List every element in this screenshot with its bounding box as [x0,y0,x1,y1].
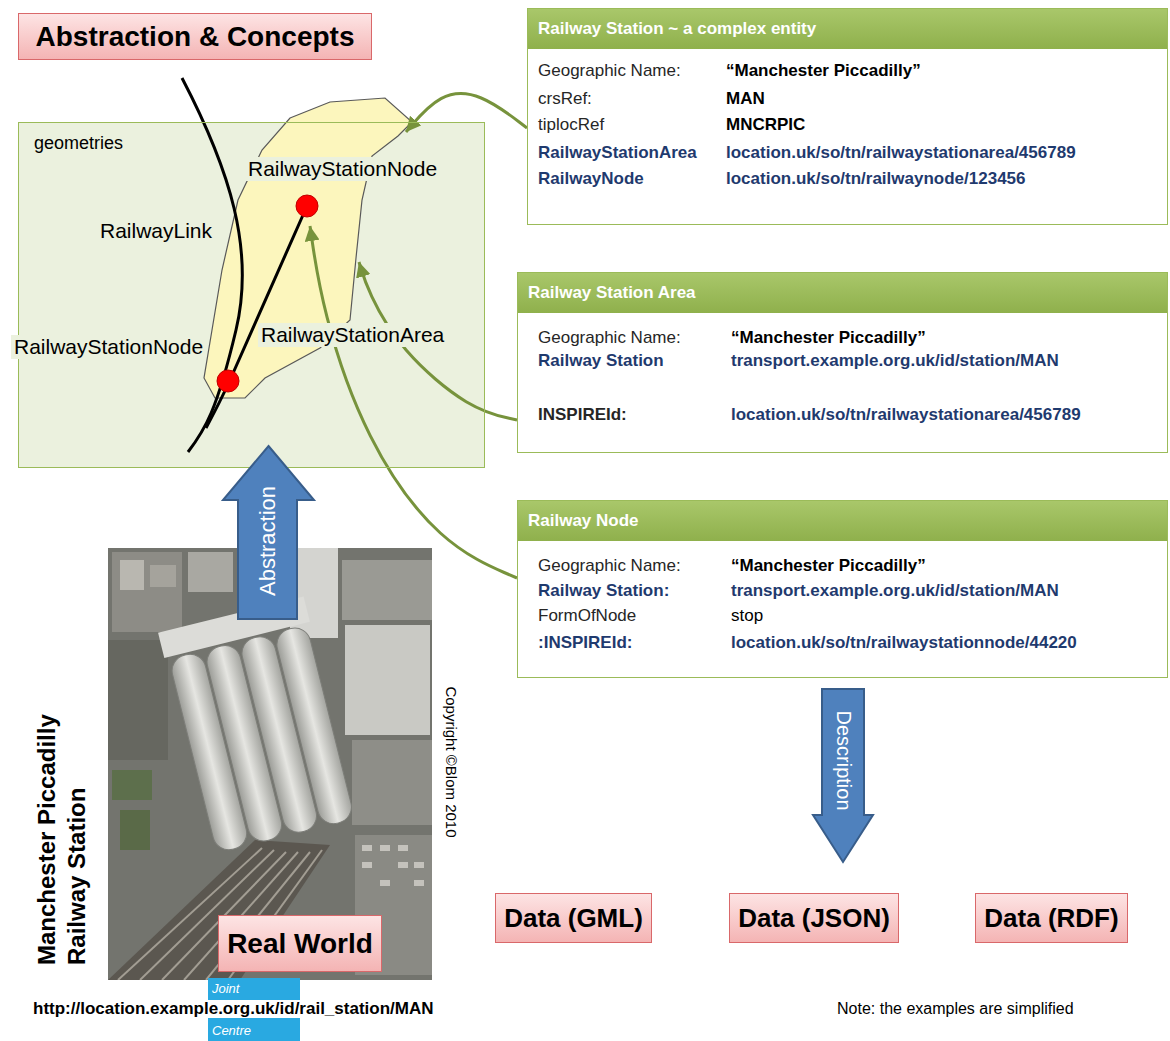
card-title: Railway Station Area [518,273,1167,313]
box-label: Data (GML) [504,903,643,934]
field-slot: crsRef: [538,89,592,109]
field-name: Geographic Name: [538,61,681,81]
description-arrow: Description [812,688,874,863]
copyright-note: Copyright ©Blom 2010 [443,686,460,837]
field-name: INSPIREId: [538,405,627,425]
field-value: transport.example.org.uk/id/station/MAN [731,351,1059,371]
label-slot: Manchester Piccadilly Railway Station [62,815,362,875]
field-slot: “Manchester Piccadilly” [726,61,921,81]
arrow-body [813,689,873,862]
note-text: Note: the examples are simplified [837,1000,1074,1018]
field-value: stop [731,606,763,626]
field-slot: Geographic Name: [538,556,681,576]
card-title: Railway Node [518,501,1167,541]
link-arrow [406,94,527,132]
station-name: Manchester Piccadilly Railway Station [32,665,92,965]
field-slot: “Manchester Piccadilly” [731,328,926,348]
field-slot: transport.example.org.uk/id/station/MAN [731,581,1059,601]
card-header: Railway Station Area [518,273,1167,313]
field-slot: MNCRPIC [726,115,805,135]
field-slot: FormOfNode [538,606,636,626]
field-value: “Manchester Piccadilly” [731,556,926,576]
field-slot: location.uk/so/tn/railwaystationnode/442… [731,633,1077,653]
entity-card: Railway Station AreaGeographic Name: “Man… [517,272,1168,453]
abstraction-arrow: Abstraction [222,445,315,620]
data-format-box: Data (RDF) [975,893,1128,943]
card-header: Railway Station ~ a complex entity [528,9,1167,49]
field-slot: location.uk/so/tn/railwaystationarea/456… [726,143,1076,163]
entity-card: Railway NodeGeographic Name: “Manchester … [517,500,1168,678]
field-value: location.uk/so/tn/railwaystationarea/456… [726,143,1076,163]
data-format-box: Data (JSON) [729,893,899,943]
field-slot: INSPIREId: [538,405,627,425]
field-slot: tiplocRef [538,115,604,135]
concept-box: Abstraction & Concepts [18,13,372,60]
label-slot: Note: the examples are simplified [837,1000,1074,1018]
label-slot: http://location.example.org.uk/id/rail_s… [30,1000,437,1018]
link-arrow [310,226,517,578]
field-name: RailwayStationArea [538,143,697,163]
field-slot: :INSPIREId: [538,633,632,653]
card-title: Railway Station ~ a complex entity [528,9,1167,49]
field-value: transport.example.org.uk/id/station/MAN [731,581,1059,601]
field-name: crsRef: [538,89,592,109]
station-node-dot [296,195,318,217]
field-slot: location.uk/so/tn/railwaynode/123456 [726,169,1026,189]
field-name: FormOfNode [538,606,636,626]
field-value: location.uk/so/tn/railwaystationarea/456… [731,405,1081,425]
field-name: Geographic Name: [538,328,681,348]
field-name: Geographic Name: [538,556,681,576]
label-slot: RailwayStationArea [258,323,447,347]
real-world-box: Real World [218,915,382,972]
field-slot: RailwayStationArea [538,143,697,163]
field-value: MNCRPIC [726,115,805,135]
field-slot: RailwayNode [538,169,644,189]
field-slot: stop [731,606,763,626]
field-name: Railway Station [538,351,664,371]
arrow-label: Abstraction [256,485,282,595]
label-slot: RailwayStationNode [11,335,206,359]
field-name: Railway Station: [538,581,669,601]
field-value: MAN [726,89,765,109]
geometry-label: RailwayStationNode [245,157,440,181]
geometry-label: RailwayLink [97,219,215,243]
label-slot: RailwayStationNode [245,157,440,181]
box-label: Abstraction & Concepts [36,21,355,53]
railway-link-line [182,78,242,452]
field-slot: Railway Station: [538,581,669,601]
geometry-label: RailwayStationArea [258,323,447,347]
arrow-body [223,446,314,619]
field-slot: Railway Station [538,351,664,371]
field-value: “Manchester Piccadilly” [731,328,926,348]
data-format-box: Data (GML) [495,893,652,943]
field-name: :INSPIREId: [538,633,632,653]
entity-card: Railway Station ~ a complex entityGeogra… [527,8,1168,225]
field-value: location.uk/so/tn/railwaynode/123456 [726,169,1026,189]
field-slot: MAN [726,89,765,109]
uri-label: http://location.example.org.uk/id/rail_s… [30,1000,437,1018]
box-label: Data (JSON) [738,903,890,934]
field-value: “Manchester Piccadilly” [726,61,921,81]
field-name: RailwayNode [538,169,644,189]
field-value: location.uk/so/tn/railwaystationnode/442… [731,633,1077,653]
field-slot: Geographic Name: [538,61,681,81]
box-label: Data (RDF) [984,903,1118,934]
label-slot: RailwayLink [97,219,215,243]
field-slot: “Manchester Piccadilly” [731,556,926,576]
card-header: Railway Node [518,501,1167,541]
field-name: tiplocRef [538,115,604,135]
box-label: Real World [227,928,373,960]
field-slot: Geographic Name: [538,328,681,348]
label-slot: Copyright ©Blom 2010 [451,762,602,780]
field-slot: location.uk/so/tn/railwaystationarea/456… [731,405,1081,425]
panel-title: geometries [34,133,123,154]
station-node-dot [217,370,239,392]
geometry-label: RailwayStationNode [11,335,206,359]
arrow-label: Description [832,710,855,810]
railway-link-line [206,206,307,428]
station-area-shape [204,98,412,398]
field-slot: transport.example.org.uk/id/station/MAN [731,351,1059,371]
